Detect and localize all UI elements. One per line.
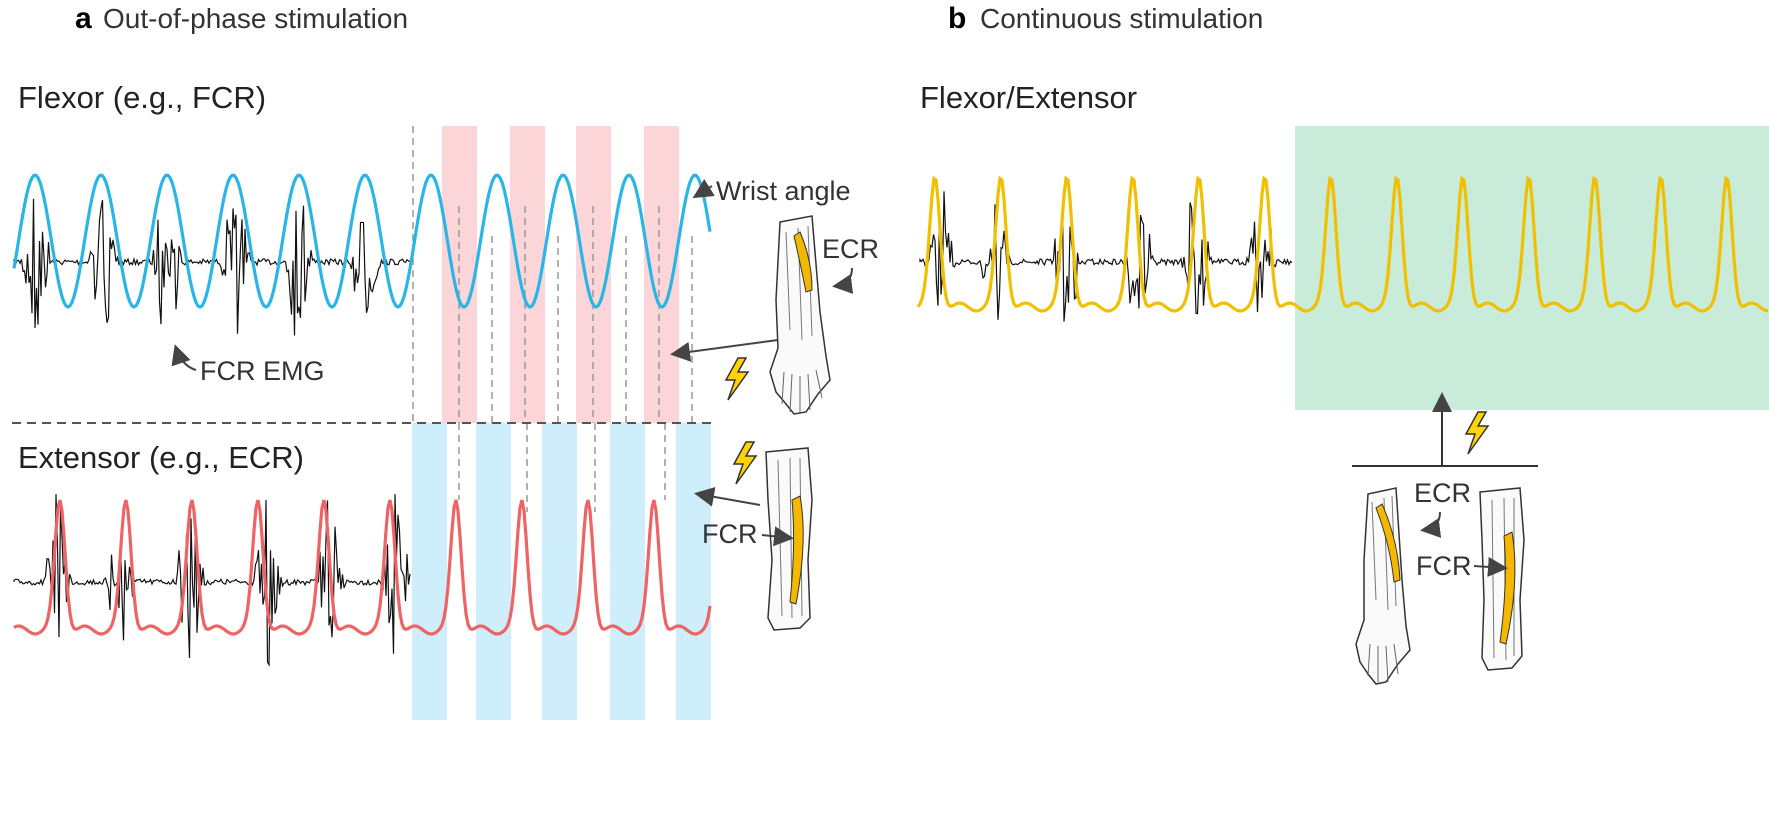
panel-a-letter: a <box>75 2 92 35</box>
extensor-label: Extensor (e.g., ECR) <box>18 440 304 475</box>
forearm-illustration: ECR <box>769 215 879 415</box>
ecr-emg-trace <box>13 494 411 667</box>
flexor-extensor-label: Flexor/Extensor <box>920 80 1137 115</box>
flexor-stim-bands <box>442 126 679 423</box>
continuous-stim-band <box>1295 126 1769 410</box>
continuous-wrist-angle-trace <box>916 175 1769 313</box>
forearm-illustration: ECR <box>1355 478 1471 685</box>
lightning-bolt-icon <box>1464 411 1490 455</box>
stim-band <box>412 423 447 720</box>
stim-band <box>610 423 645 720</box>
flexor-label: Flexor (e.g., FCR) <box>18 80 266 115</box>
arm-left-ecr-label: ECR <box>1414 478 1471 508</box>
stim-band <box>442 126 477 423</box>
fcr-emg-annotation: FCR EMG <box>200 356 325 386</box>
panel-a: a Out-of-phase stimulation Flexor (e.g.,… <box>12 2 879 720</box>
ecr-muscle-highlight <box>1375 503 1401 583</box>
wrist-angle-arrow-icon <box>692 179 715 199</box>
fcr-muscle-highlight <box>789 495 804 605</box>
extensor-stim-bands <box>412 423 711 720</box>
arm-right-fcr-label: FCR <box>1416 551 1472 581</box>
panel-b-title: Continuous stimulation <box>980 3 1263 34</box>
panel-a-title: Out-of-phase stimulation <box>103 3 408 34</box>
ecr-curved-arrow-icon <box>1420 511 1442 538</box>
extensor-stim-arrow-icon <box>694 486 761 507</box>
flexor-stim-arrow-icon <box>670 339 779 362</box>
stim-band <box>576 126 611 423</box>
lightning-bolt-icon <box>724 357 750 401</box>
fcr-emg-arrow-icon <box>171 344 197 371</box>
ecr-curved-arrow-icon <box>832 267 854 294</box>
flexor-wrist-angle-trace <box>12 173 712 309</box>
extensor-wrist-angle-trace <box>13 499 712 636</box>
panel-b-letter: b <box>948 2 966 35</box>
fcr-pointer-arrow-icon <box>1473 556 1508 577</box>
arm-bottom-fcr-label: FCR <box>702 519 758 549</box>
stim-band <box>510 126 545 423</box>
wrist-angle-annotation: Wrist angle <box>716 176 851 206</box>
stim-band <box>542 423 577 720</box>
forearm-illustration: FCR <box>1416 487 1525 671</box>
stim-band <box>676 423 711 720</box>
lightning-bolt-icon <box>732 441 758 485</box>
phase-guide-lines <box>412 126 693 512</box>
ecr-muscle-highlight <box>793 231 813 293</box>
fcr-pointer-arrow-icon <box>761 526 794 547</box>
forearm-illustration: FCR <box>702 447 813 631</box>
arm-top-ecr-label: ECR <box>822 234 879 264</box>
panel-b-emg-trace <box>919 191 1293 322</box>
panel-b: b Continuous stimulation Flexor/Extensor… <box>916 2 1769 685</box>
stim-band <box>476 423 511 720</box>
